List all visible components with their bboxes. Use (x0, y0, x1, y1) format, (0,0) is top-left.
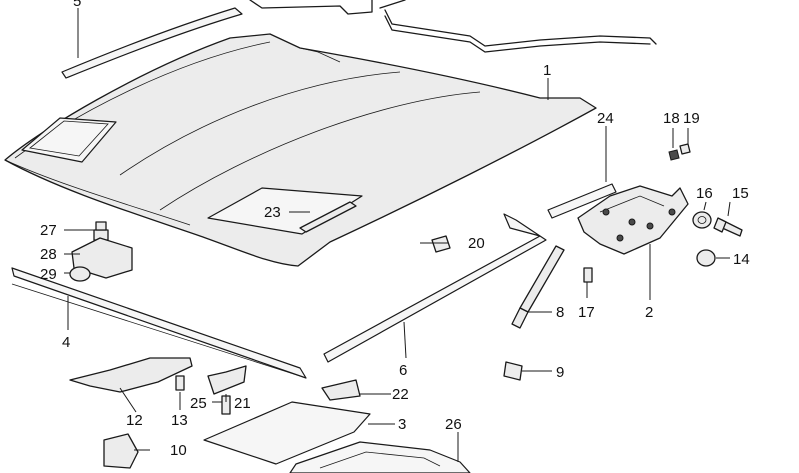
callout-21: 21 (234, 395, 251, 412)
callout-2: 2 (645, 304, 653, 321)
callout-23: 23 (264, 204, 281, 221)
part-23-scoop-trim (299, 201, 357, 233)
part-27-buffer (93, 221, 109, 241)
callout-13: 13 (171, 412, 188, 429)
part-22-pad (321, 379, 361, 401)
callout-16: 16 (696, 185, 713, 202)
callout-4: 4 (62, 334, 70, 351)
callout-27: 27 (40, 222, 57, 239)
callout-25: 25 (190, 395, 207, 412)
callout-26: 26 (445, 416, 462, 433)
callout-10: 10 (170, 442, 187, 459)
callout-24: 24 (597, 110, 614, 127)
part-13-screw (175, 375, 185, 391)
callout-29: 29 (40, 266, 57, 283)
part-14-bushing (696, 249, 716, 267)
part-20-buffer (431, 235, 451, 253)
part-9-clip (503, 361, 523, 381)
callout-9: 9 (556, 364, 564, 381)
part-3-panel (203, 401, 371, 465)
callout-3: 3 (398, 416, 406, 433)
callout-1: 1 (543, 62, 551, 79)
callout-8: 8 (556, 304, 564, 321)
part-15-bolt (713, 217, 743, 237)
part-17-screw (583, 267, 593, 283)
part-1-hood (4, 33, 597, 267)
part-24-cover-strip (547, 183, 617, 219)
part-5-seal-strip (61, 7, 243, 79)
callout-19: 19 (683, 110, 700, 127)
callout-12: 12 (126, 412, 143, 429)
part-16-nut (692, 211, 712, 229)
top-bracket (249, 0, 373, 15)
callout-labels: 5 1 24 18 19 16 15 14 2 17 8 9 6 20 23 2… (40, 0, 750, 459)
part-6-rod (323, 213, 547, 363)
callout-17: 17 (578, 304, 595, 321)
hood-rod (379, 0, 657, 53)
callout-15: 15 (732, 185, 749, 202)
callout-20: 20 (468, 235, 485, 252)
part-12-latch (69, 357, 193, 393)
part-18-screw (668, 149, 680, 161)
part-4-seal (11, 267, 307, 379)
part-2-hinge (577, 185, 689, 255)
part-21-bracket (207, 365, 247, 395)
callout-14: 14 (733, 251, 750, 268)
part-26-frame (289, 441, 471, 473)
leader-lines (64, 8, 731, 462)
part-29-grommet (69, 266, 91, 282)
callout-6: 6 (399, 362, 407, 379)
callout-22: 22 (392, 386, 409, 403)
part-19-bolt (679, 143, 691, 155)
callout-28: 28 (40, 246, 57, 263)
callout-5: 5 (73, 0, 81, 10)
part-10-bracket (103, 433, 139, 469)
callout-18: 18 (663, 110, 680, 127)
part-25-clip (221, 395, 231, 415)
